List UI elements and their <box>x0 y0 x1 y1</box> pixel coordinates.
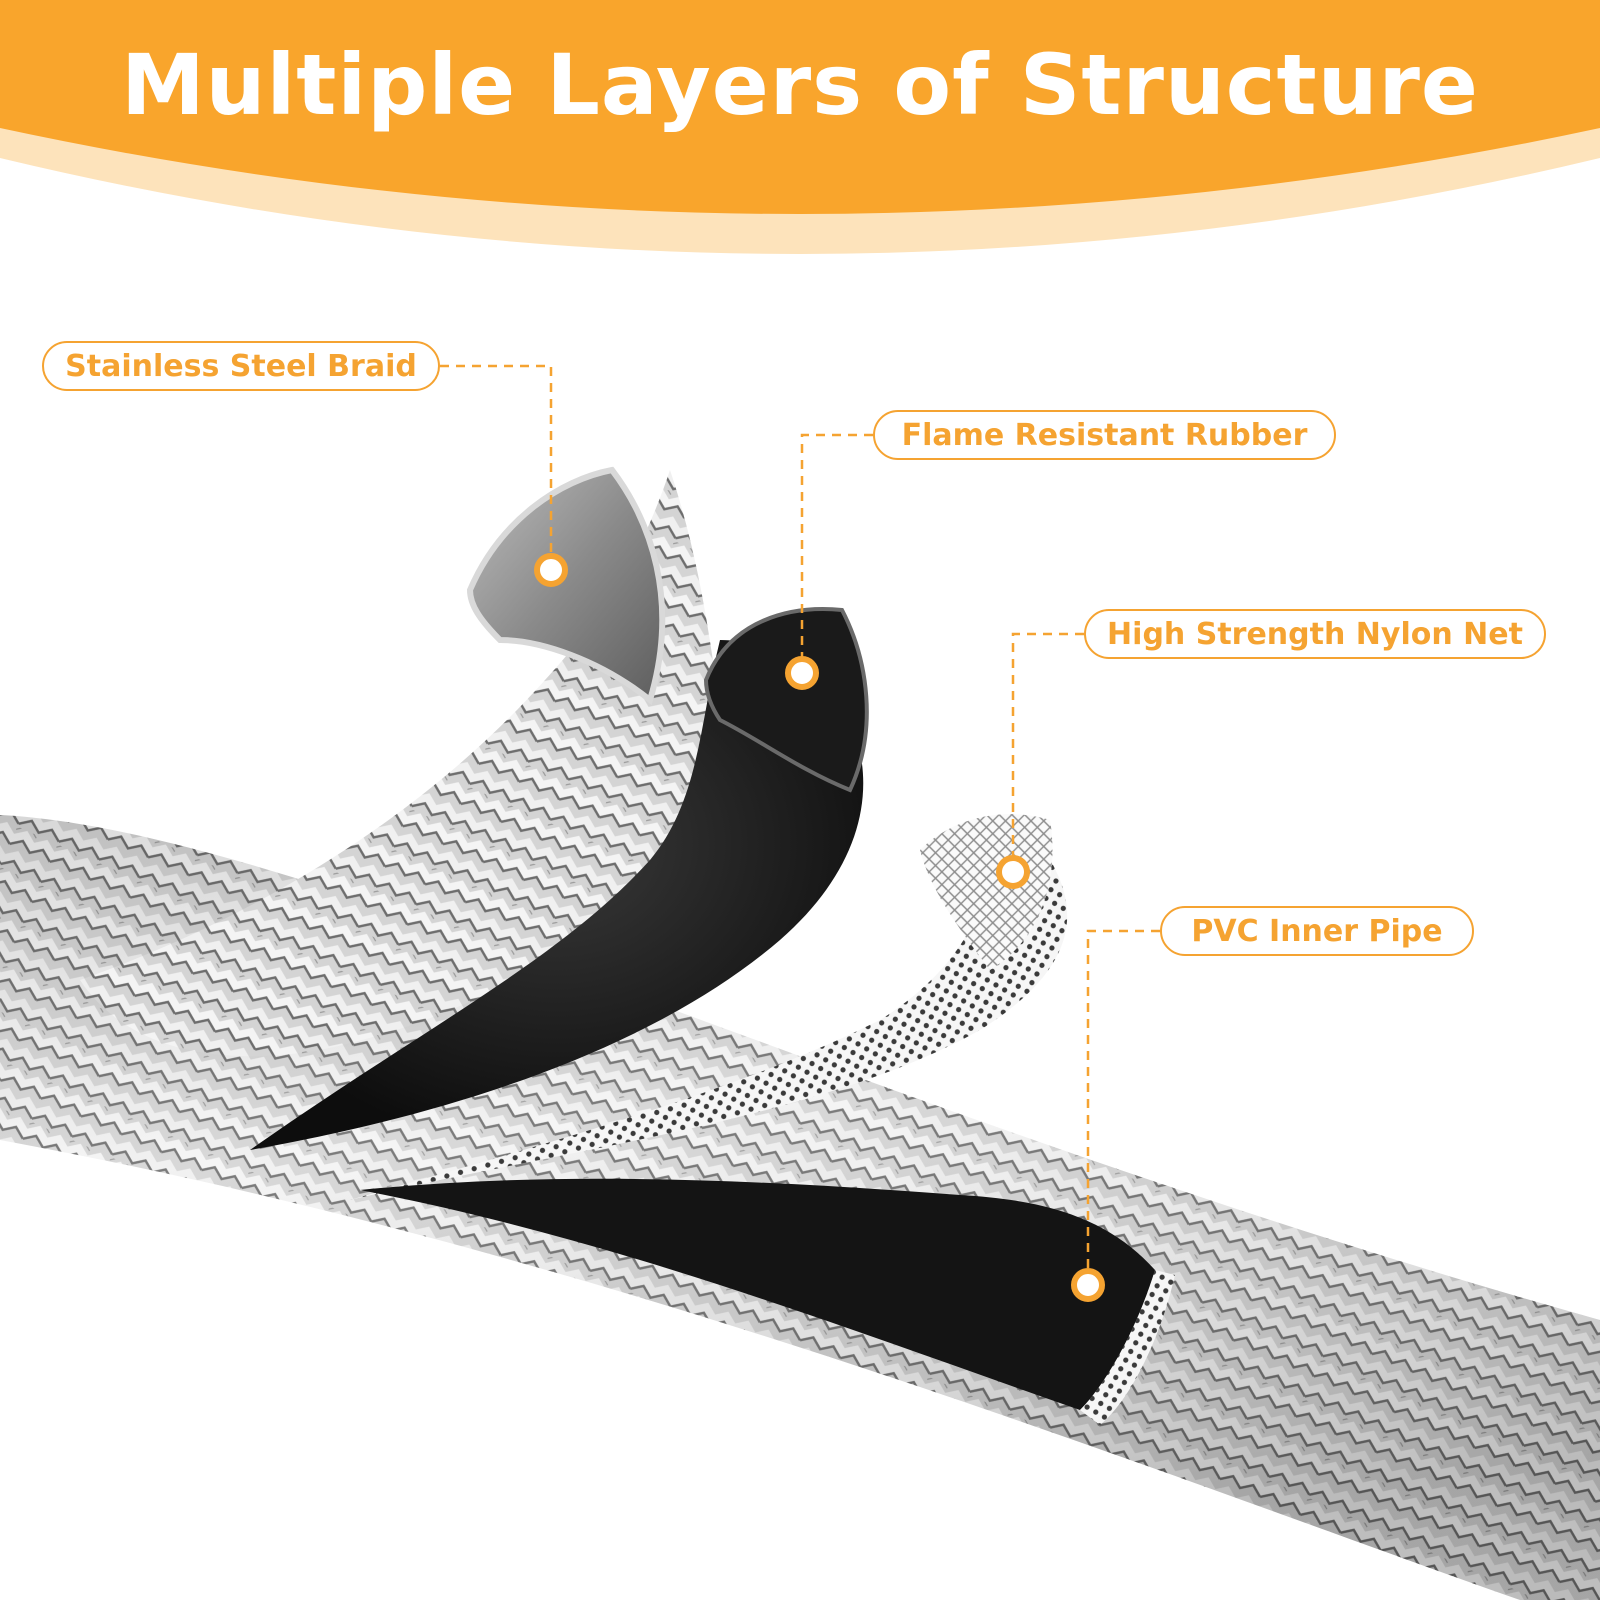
dot-rubber <box>785 656 819 690</box>
pvc-net-rim <box>1080 1270 1175 1425</box>
callout-leaders <box>440 364 1160 1285</box>
leader-pvc <box>1086 929 1160 1285</box>
rubber-layer <box>250 640 864 1150</box>
dot-pvc <box>1071 1268 1105 1302</box>
callout-pvc-inner-pipe: PVC Inner Pipe <box>1160 906 1474 956</box>
rubber-cut-edge <box>703 607 869 793</box>
callout-dots <box>534 553 1105 1302</box>
leader-nylon <box>1011 632 1084 872</box>
leader-rubber <box>800 433 873 673</box>
steel-braid-cut-edge <box>466 466 666 706</box>
leader-braid <box>440 364 553 570</box>
callout-stainless-steel-braid: Stainless Steel Braid <box>42 341 440 391</box>
pvc-inner-pipe <box>360 1178 1155 1410</box>
callout-flame-resistant-rubber: Flame Resistant Rubber <box>873 410 1336 460</box>
header-band-fill <box>0 0 1600 214</box>
callout-high-strength-nylon-net: High Strength Nylon Net <box>1084 609 1546 659</box>
dot-braid <box>534 553 568 587</box>
nylon-net-flap <box>920 814 1053 970</box>
header-band <box>0 0 1600 254</box>
page-title: Multiple Layers of Structure <box>121 36 1479 134</box>
steel-braid-flap <box>80 470 720 1057</box>
dot-nylon <box>996 855 1030 889</box>
